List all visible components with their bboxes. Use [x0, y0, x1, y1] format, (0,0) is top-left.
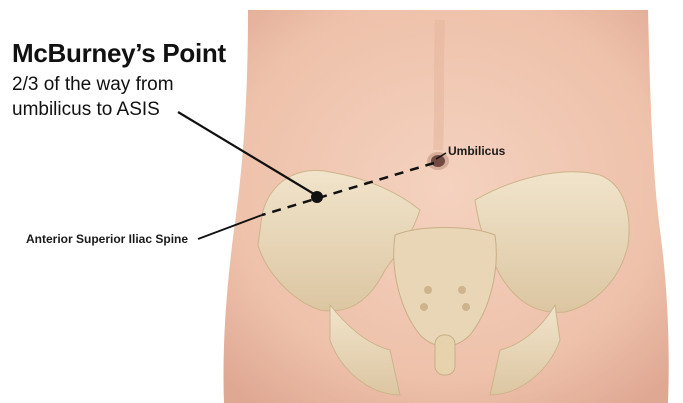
umbilicus-label: Umbilicus [448, 144, 505, 158]
page-title: McBurney’s Point [12, 38, 226, 69]
subtitle-line-1: 2/3 of the way from [12, 72, 174, 97]
subtitle: 2/3 of the way from umbilicus to ASIS [12, 72, 174, 122]
coccyx [435, 335, 455, 375]
abdomen-shading [438, 20, 440, 150]
asis-label: Anterior Superior Iliac Spine [26, 232, 188, 246]
subtitle-line-2: umbilicus to ASIS [12, 97, 174, 122]
